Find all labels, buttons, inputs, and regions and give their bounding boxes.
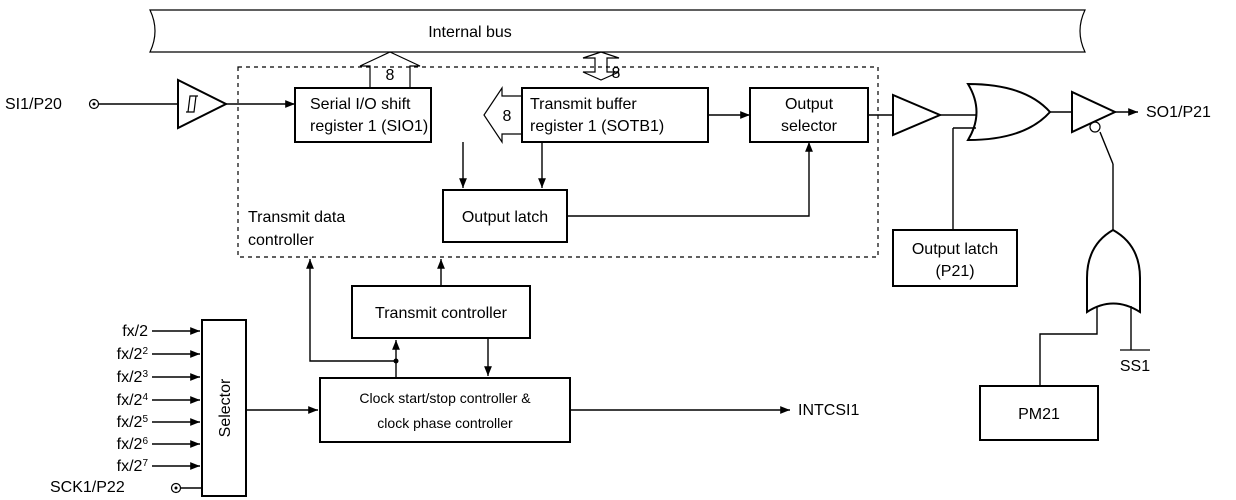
si-pin-icon bbox=[88, 98, 100, 110]
clock-controller-label-1: Clock start/stop controller & bbox=[359, 390, 531, 406]
output-latch-p21 bbox=[892, 229, 1018, 287]
pm21-register bbox=[979, 385, 1099, 441]
tdc-label-1: Transmit data bbox=[248, 209, 345, 226]
output-selector-label-2: selector bbox=[781, 118, 838, 135]
selector-label: Selector bbox=[217, 378, 234, 437]
transmit-data-controller-region bbox=[237, 66, 879, 258]
sotb1-label-1: Transmit buffer bbox=[530, 96, 637, 113]
sio1-label-1: Serial I/O shift bbox=[310, 96, 411, 113]
clock-input-label: fx/25 bbox=[117, 414, 149, 432]
pm21-label: PM21 bbox=[1018, 406, 1060, 423]
sck-input-label: SCK1/P22 bbox=[50, 479, 125, 496]
clock-inputs: fx/2 fx/22 fx/23 fx/24 fx/25 fx/26 fx/27 bbox=[117, 323, 200, 475]
output-buffer-icon bbox=[892, 93, 943, 137]
sio1-label-2: register 1 (SIO1) bbox=[310, 118, 428, 135]
sotb-to-sio-width: 8 bbox=[503, 108, 512, 125]
clock-input-label: fx/22 bbox=[117, 346, 149, 364]
clock-input-label: fx/26 bbox=[117, 436, 149, 454]
internal-bus: Internal bus bbox=[149, 9, 1086, 53]
clock-controller-label-2: clock phase controller bbox=[377, 415, 513, 431]
si-input-label: SI1/P20 bbox=[5, 96, 62, 113]
bus-arrow-up: 8 bbox=[359, 51, 421, 89]
sotb1-label-2: register 1 (SOTB1) bbox=[530, 118, 664, 135]
intcsi1-label: INTCSI1 bbox=[798, 402, 859, 419]
clock-input-label: fx/23 bbox=[117, 369, 149, 387]
clock-input-label: fx/27 bbox=[117, 458, 149, 476]
sotb-to-sio-arrow: 8 bbox=[483, 86, 523, 144]
so-output-label: SO1/P21 bbox=[1146, 104, 1211, 121]
clock-input-label: fx/24 bbox=[117, 392, 149, 410]
sotb1-register bbox=[521, 87, 709, 143]
output-latch-p21-label-1: Output latch bbox=[912, 241, 998, 258]
clock-selector bbox=[201, 319, 247, 497]
bus-arrow-bidir: 8 bbox=[582, 51, 621, 82]
enable-or-gate-icon bbox=[1086, 228, 1141, 314]
ss1-label: SS1 bbox=[1120, 358, 1150, 375]
bus-width-sio: 8 bbox=[386, 67, 395, 84]
internal-bus-label: Internal bus bbox=[428, 24, 512, 41]
output-selector-label-1: Output bbox=[785, 96, 834, 113]
output-latch-label: Output latch bbox=[462, 209, 548, 226]
tristate-buffer-icon bbox=[1071, 90, 1118, 134]
tdc-label-2: controller bbox=[248, 232, 314, 249]
schmitt-buffer-icon bbox=[177, 78, 229, 130]
or-gate-icon bbox=[966, 82, 1052, 142]
clock-controller bbox=[319, 377, 571, 443]
bus-width-sotb: 8 bbox=[612, 65, 621, 82]
sck-pin-icon bbox=[170, 482, 182, 494]
output-latch-p21-label-2: (P21) bbox=[935, 263, 974, 280]
sio1-register bbox=[294, 87, 432, 143]
transmit-controller-label: Transmit controller bbox=[375, 305, 508, 322]
clock-input-label: fx/2 bbox=[122, 323, 148, 340]
